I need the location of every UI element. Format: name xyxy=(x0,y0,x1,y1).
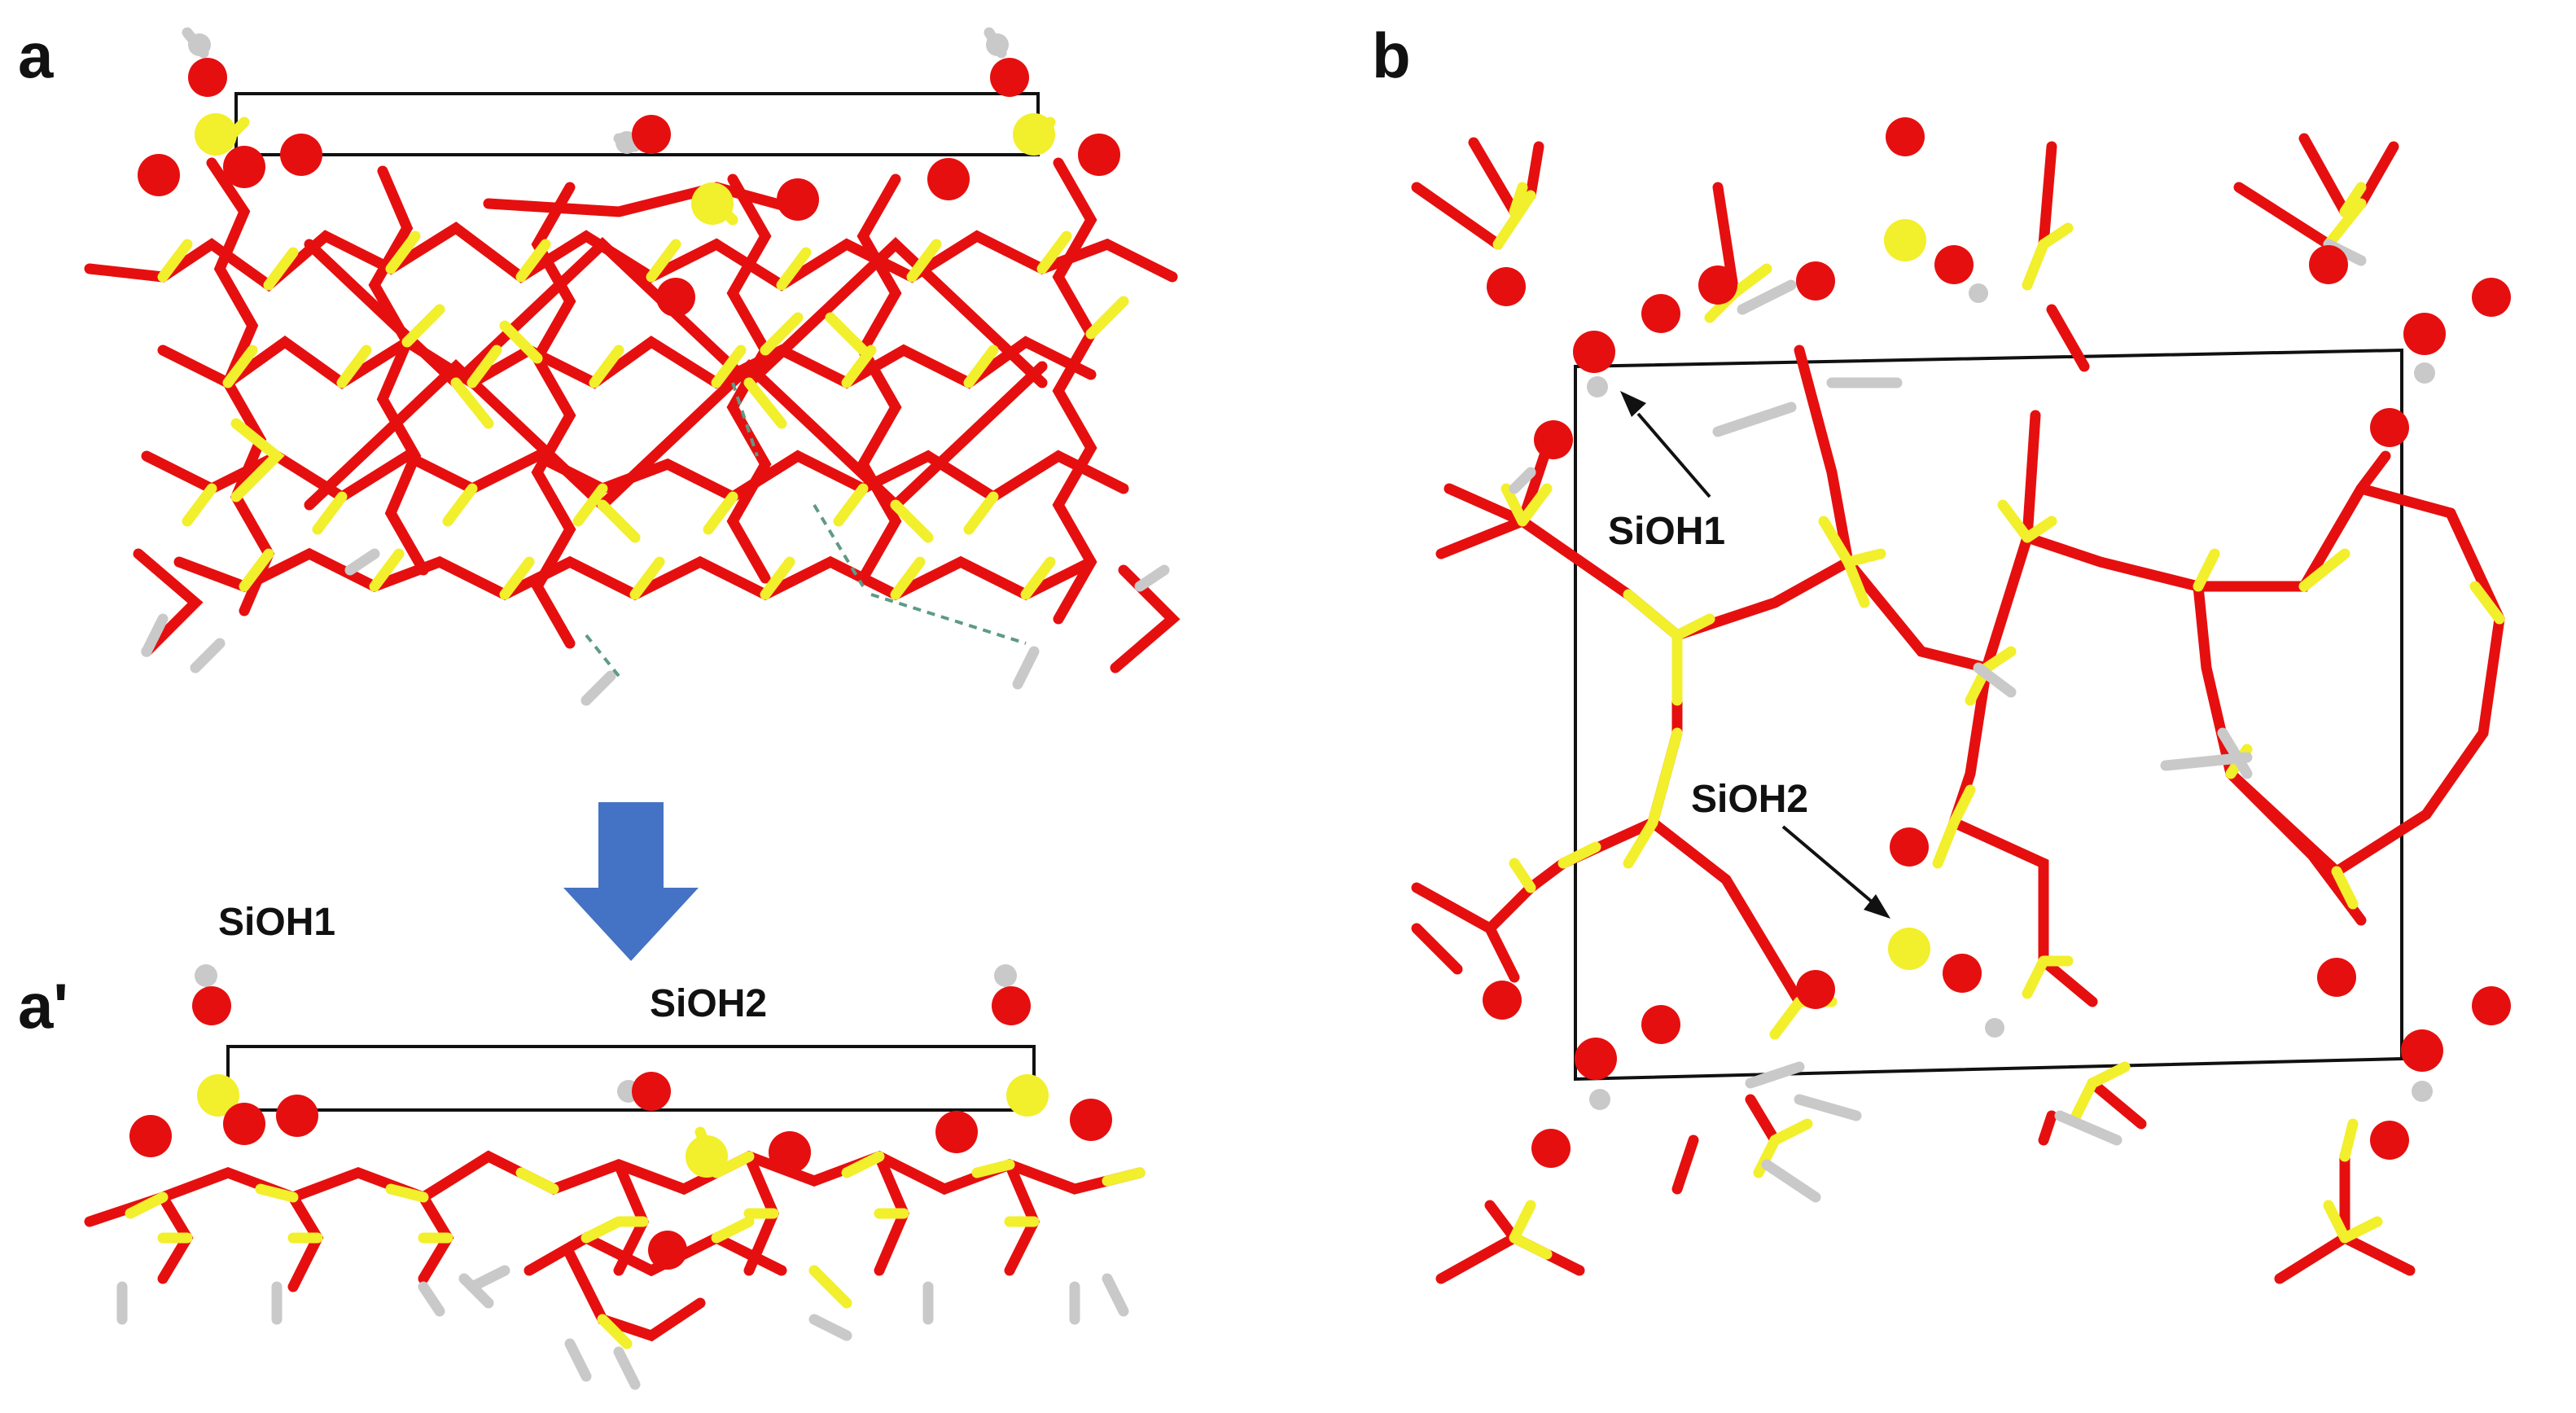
siteoh1-arrow-icon xyxy=(1620,391,1646,417)
hydrogen-bonds-a-prime xyxy=(116,1265,1129,1390)
siteoh2-pointer-line xyxy=(1781,825,1874,904)
siteoh2-label-b: SiOH2 xyxy=(1691,778,1808,821)
panel-label-b: b xyxy=(1372,20,1411,91)
hydrogen-bonds-b xyxy=(1509,239,2367,1203)
surface-atoms-b xyxy=(1483,117,2511,1168)
oxygen-bonds-a-prime xyxy=(84,1150,1146,1342)
panel-label-a-prime: a' xyxy=(18,970,68,1042)
unit-cell-b xyxy=(1574,348,2403,1082)
panel-a-structure xyxy=(84,27,1181,706)
surface-atoms-a xyxy=(138,33,1120,317)
siteoh2-arrow-icon xyxy=(1864,894,1890,919)
panel-b-structure: SiOH1 SiOH2 xyxy=(1411,117,2511,1284)
panel-a-prime-structure: SiOH1 SiOH2 xyxy=(84,901,1146,1390)
siteoh1-label-b: SiOH1 xyxy=(1608,510,1725,553)
siteoh1-pointer-line xyxy=(1636,412,1711,498)
siteoh1-label-a-prime: SiOH1 xyxy=(218,901,335,944)
oxygen-bonds-a xyxy=(84,157,1181,674)
hydrogen-bond-lines-a xyxy=(585,382,1027,678)
panel-label-a: a xyxy=(18,20,54,91)
oxygen-bonds-b xyxy=(1411,133,2505,1284)
down-arrow-icon xyxy=(563,802,699,961)
surface-atoms-a-prime xyxy=(129,964,1112,1270)
siteoh2-label-a-prime: SiOH2 xyxy=(650,982,767,1025)
silicon-bonds-b xyxy=(1492,182,2505,1260)
